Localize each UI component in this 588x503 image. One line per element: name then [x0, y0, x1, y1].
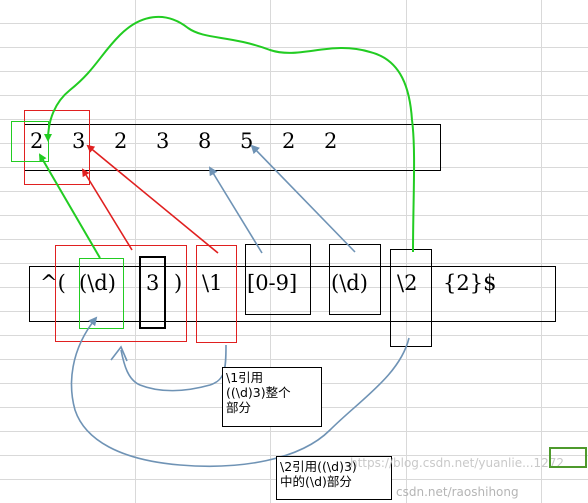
input-digit: 3 — [156, 129, 170, 153]
literal-three-box — [139, 256, 166, 329]
backref2-box — [390, 249, 432, 347]
charclass-box — [245, 244, 311, 315]
group3-box — [329, 244, 381, 315]
backref1-box — [196, 245, 237, 343]
input-digit: 2 — [114, 129, 128, 153]
backref1-note: \1引用 ((\d)3)整个 部分 — [222, 367, 322, 427]
regex-backref1: \1 — [202, 271, 223, 295]
group1-red-arrow — [81, 168, 133, 251]
regex-close-paren: ) — [174, 271, 183, 295]
group2-green-arrow — [38, 153, 101, 259]
regex-backref2: \2 — [397, 271, 418, 295]
input-digit: 2 — [30, 129, 44, 153]
backref1-red-arrow — [86, 144, 219, 254]
input-digit: 5 — [240, 129, 254, 153]
regex-caret-paren: ^( — [40, 271, 66, 295]
group3-blue-arrow — [250, 144, 356, 253]
charclass-blue-arrow — [208, 166, 263, 254]
regex-pattern-box — [29, 266, 556, 322]
input-digit: 3 — [72, 129, 86, 153]
regex-group2-token: (\d) — [79, 271, 116, 295]
backref2-blue-curve — [70, 316, 410, 468]
regex-charclass: [0-9] — [247, 271, 298, 295]
watermark-url: https://blog.csdn.net/yuanlie...1272 — [350, 456, 565, 470]
watermark-bottom: csdn.net/raoshihong — [396, 485, 519, 499]
backref1-blue-curve — [120, 344, 227, 392]
regex-literal-three: 3 — [146, 271, 160, 295]
regex-group3-token: (\d) — [331, 271, 368, 295]
input-digit: 8 — [198, 129, 212, 153]
backref2-note: \2引用((\d)3) 中的(\d)部分 — [276, 456, 392, 500]
input-digit: 2 — [324, 129, 338, 153]
backref2-green-loop — [44, 15, 416, 253]
input-digit: 2 — [282, 129, 296, 153]
selected-cell[interactable] — [549, 447, 587, 468]
group1-pattern-box — [55, 245, 187, 342]
regex-quantifier-end: {2}$ — [443, 271, 497, 295]
group2-pattern-box — [79, 258, 124, 329]
